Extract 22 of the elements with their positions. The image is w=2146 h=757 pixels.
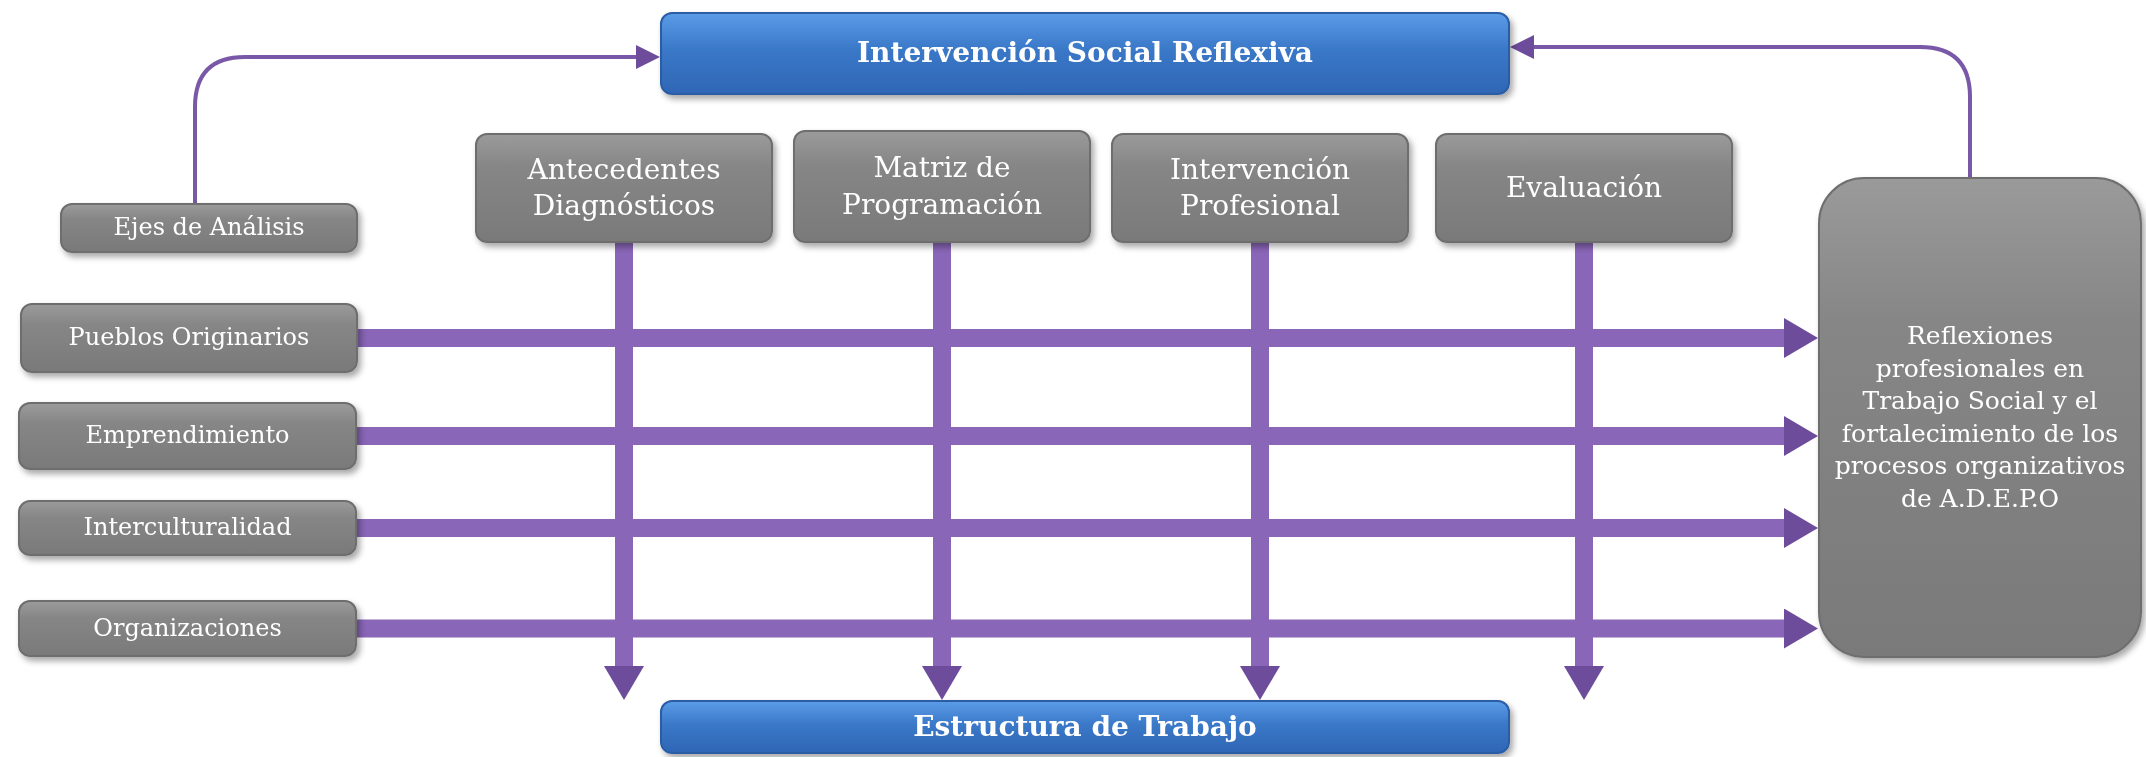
- category-box: Emprendimiento: [18, 402, 357, 470]
- arrow: [358, 321, 1818, 355]
- arrow: [1510, 35, 1972, 177]
- arrow: [1243, 243, 1277, 700]
- base-banner: Estructura de Trabajo: [660, 700, 1510, 754]
- step-box: Intervención Profesional: [1111, 133, 1409, 243]
- arrow: [357, 419, 1818, 453]
- step-box: Matriz de Programación: [793, 130, 1091, 243]
- category-box: Organizaciones: [18, 600, 357, 657]
- arrow: [357, 511, 1818, 545]
- category-box: Ejes de Análisis: [60, 203, 358, 253]
- arrow: [1567, 243, 1601, 700]
- step-box: Evaluación: [1435, 133, 1733, 243]
- category-box: Pueblos Originarios: [20, 303, 358, 373]
- step-box: Antecedentes Diagnósticos: [475, 133, 773, 243]
- arrow: [357, 611, 1818, 646]
- category-box: Interculturalidad: [18, 500, 357, 556]
- arrow: [193, 45, 660, 203]
- outcome-box: Reflexiones profesionales en Trabajo Social y el fortalecimiento de los procesos organizativos de A.D.E.P.O: [1818, 177, 2142, 658]
- title-banner: Intervención Social Reflexiva: [660, 12, 1510, 95]
- arrow: [925, 243, 959, 700]
- arrow: [607, 243, 641, 700]
